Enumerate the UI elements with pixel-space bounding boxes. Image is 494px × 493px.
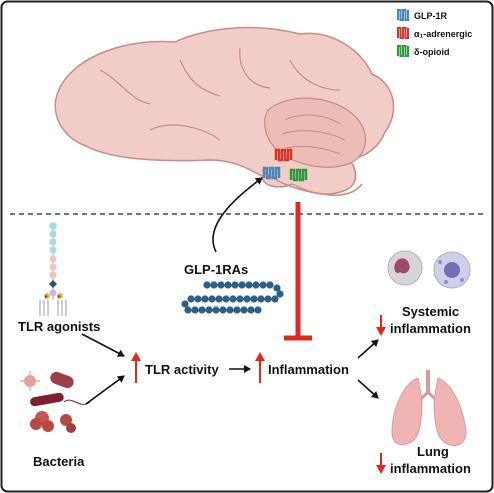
legend: GLP-1R α₁-adrenergic δ-opioid: [397, 9, 472, 57]
glp1ra-to-brain-arrow: [212, 177, 263, 253]
inflammation-label: Inflammation: [268, 362, 349, 377]
legend-item-delta-opioid: δ-opioid: [397, 45, 449, 57]
peptide-bead: [184, 306, 192, 314]
brainstem: [261, 169, 363, 196]
peptide-bead: [198, 306, 206, 314]
systemic-label-line1: Systemic: [402, 304, 459, 319]
peptide-bead: [212, 306, 220, 314]
to-systemic-arrow: [357, 339, 379, 359]
peptide-bead: [219, 306, 227, 314]
peptide-bead: [217, 281, 225, 289]
systemic-down-arrowhead: [376, 327, 386, 336]
peptide-bead: [273, 284, 281, 292]
peptide-bead: [245, 281, 253, 289]
peptide-bead: [208, 295, 216, 303]
legend-item-glp1r: GLP-1R: [397, 9, 448, 21]
peptide-bead: [252, 281, 260, 289]
peptide-bead: [187, 295, 195, 303]
phosphate-right-icon: [57, 293, 63, 299]
brain-folds: [99, 47, 341, 141]
peptide-bead: [236, 295, 244, 303]
peptide-bead: [266, 281, 274, 289]
cerebellum-folds: [281, 114, 346, 155]
inhibition-line: [284, 202, 312, 341]
peptide-bead: [194, 295, 202, 303]
to-lung-arrow: [357, 379, 379, 399]
systemic-label-line2: inflammation: [390, 321, 471, 336]
peptide-bead: [238, 281, 246, 289]
lung-down-arrowhead: [376, 465, 386, 474]
agonists-to-tlr-arrow: [81, 333, 125, 357]
peptide-bead: [210, 281, 218, 289]
rod-bacterium-icon: [50, 371, 74, 389]
peptide-bead: [191, 306, 199, 314]
glp1r-receptor-icon: [262, 166, 281, 180]
tlr-agonist-molecule: P P: [39, 222, 67, 316]
legend-label-delta-opioid: δ-opioid: [414, 47, 449, 57]
bacteria-illustration: [20, 371, 91, 433]
peptide-bead: [250, 295, 258, 303]
right-lung-icon: [433, 377, 467, 447]
tlr-activity-label: TLR activity: [145, 362, 219, 377]
phosphate-label-left: P: [45, 294, 48, 299]
lung-label-line1: Lung: [417, 444, 449, 459]
lungs-illustration: [391, 370, 467, 447]
peptide-bead: [233, 306, 241, 314]
peptide-bead: [203, 281, 211, 289]
peptide-bead: [181, 300, 189, 308]
coccus-icon: [24, 375, 36, 387]
bacteria-label: Bacteria: [33, 454, 85, 469]
lung-label-line2: inflammation: [390, 461, 471, 476]
bacteria-to-tlr-arrow: [85, 375, 125, 405]
delta-opioid-receptor-icon: [289, 168, 308, 182]
tlr-up-arrowhead: [131, 352, 141, 361]
alpha1-receptor-icon: [274, 148, 293, 162]
peptide-bead: [276, 290, 284, 298]
peptide-bead: [222, 295, 230, 303]
peptide-bead: [271, 295, 279, 303]
bacillus-icon: [30, 392, 64, 407]
peptide-bead: [229, 295, 237, 303]
peptide-bead: [247, 306, 255, 314]
legend-label-glp1r: GLP-1R: [414, 11, 448, 21]
peptide-bead: [254, 306, 262, 314]
brain-receptors: [262, 148, 308, 182]
left-lung-icon: [391, 377, 423, 446]
legend-item-alpha1: α₁-adrenergic: [397, 27, 472, 39]
phosphate-label-right: P: [58, 294, 61, 299]
peptide-bead: [231, 281, 239, 289]
tlr-agonists-label: TLR agonists: [18, 319, 100, 334]
peptide-bead: [243, 295, 251, 303]
inflammation-up-arrowhead: [255, 352, 265, 361]
glp1ra-peptide-icon: [181, 281, 284, 314]
legend-label-alpha1: α₁-adrenergic: [414, 29, 472, 39]
peptide-bead: [259, 281, 267, 289]
peptide-bead: [240, 306, 248, 314]
immune-cells-illustration: [387, 250, 471, 289]
peptide-bead: [257, 295, 265, 303]
peptide-bead: [205, 306, 213, 314]
peptide-bead: [264, 295, 272, 303]
phosphate-left-icon: [44, 293, 50, 299]
peptide-bead: [224, 281, 232, 289]
peptide-bead: [215, 295, 223, 303]
glp1ras-label: GLP-1RAs: [184, 262, 248, 277]
peptide-bead: [201, 295, 209, 303]
peptide-bead: [226, 306, 234, 314]
